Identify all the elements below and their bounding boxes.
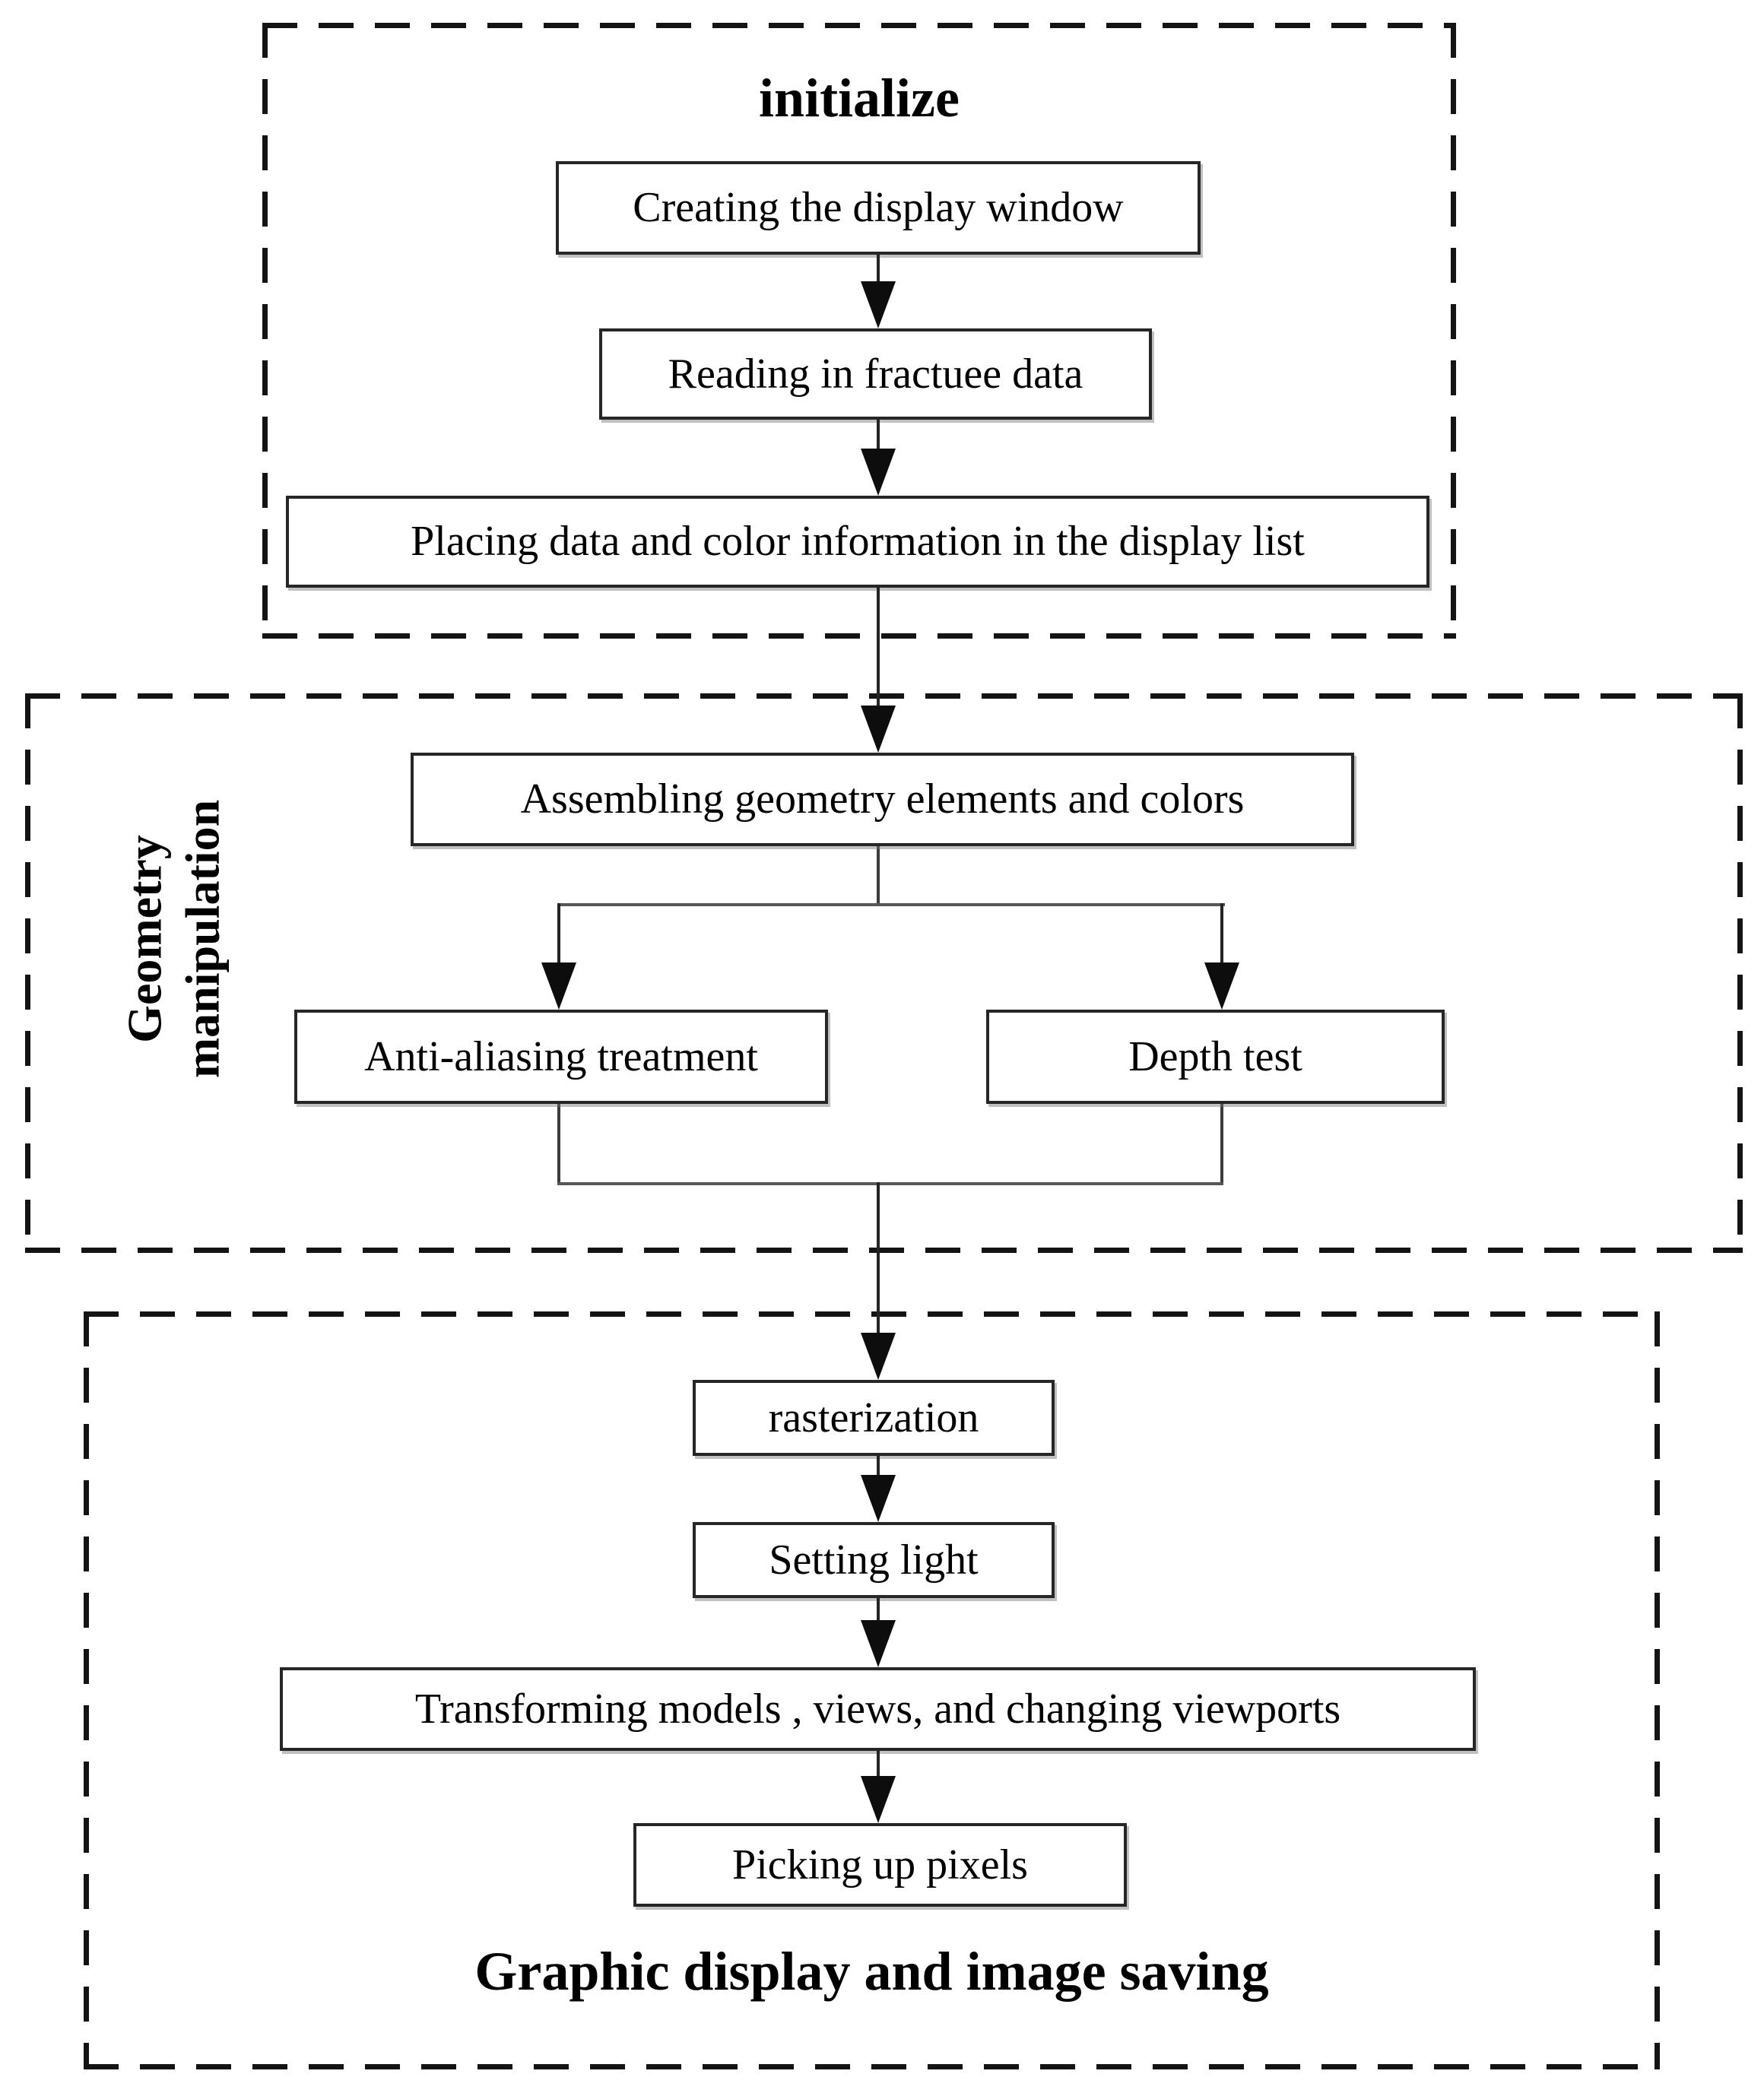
geometry-manipulation-label: Geometry manipulation [116,800,230,1078]
arrow-light-to-transforming [861,1598,896,1667]
box-anti-aliasing: Anti-aliasing treatment [294,1010,828,1104]
box-depth-test-label: Depth test [1128,1032,1302,1080]
connector-branch-merge [557,1182,1223,1185]
box-placing-data-color: Placing data and color information in th… [286,496,1429,588]
box-depth-test: Depth test [986,1010,1445,1104]
arrow-shaft [557,903,560,962]
box-rasterization: rasterization [693,1380,1055,1456]
connector-depth-test-down [1220,1104,1223,1185]
section-geometry-manipulation [25,693,1743,1253]
arrow-create-to-read [861,255,896,328]
arrow-shaft [877,420,880,449]
box-picking-pixels-label: Picking up pixels [732,1841,1028,1888]
arrow-shaft [877,1182,880,1333]
box-creating-display-window-label: Creating the display window [633,184,1124,232]
box-creating-display-window: Creating the display window [556,161,1201,255]
geometry-label-line2: manipulation [175,799,229,1079]
initialize-border-top [262,23,1456,28]
arrow-merge-to-rasterization [861,1182,896,1380]
geometry-label-line1: Geometry [117,835,172,1043]
arrowhead-icon [861,1333,896,1380]
box-setting-light-label: Setting light [769,1536,979,1584]
arrowhead-icon [1204,962,1239,1010]
initialize-border-left [262,23,268,639]
arrow-shaft [877,255,880,281]
arrowhead-icon [861,1620,896,1667]
arrowhead-icon [861,449,896,496]
arrowhead-icon [861,1475,896,1522]
geometry-border-left [25,693,30,1253]
box-picking-pixels: Picking up pixels [633,1823,1127,1907]
arrow-shaft [877,1751,880,1776]
display-border-top [84,1311,1660,1317]
box-reading-fractuee-data-label: Reading in fractuee data [668,350,1083,398]
box-reading-fractuee-data: Reading in fractuee data [599,328,1152,420]
section-graphic-display [84,1311,1660,2069]
display-border-left [84,1311,89,2069]
arrow-shaft [877,1456,880,1475]
initialize-title: initialize [759,68,960,128]
box-placing-data-color-label: Placing data and color information in th… [411,518,1305,566]
display-border-bottom [84,2064,1660,2069]
arrowhead-icon [861,706,896,753]
arrow-branch-to-depth-test [1204,903,1239,1010]
arrowhead-icon [861,281,896,328]
box-setting-light: Setting light [693,1522,1055,1598]
initialize-border-bottom [262,633,1456,639]
arrowhead-icon [541,962,576,1010]
arrow-transforming-to-picking [861,1751,896,1823]
box-assembling-geometry: Assembling geometry elements and colors [411,753,1354,846]
box-transforming-models-label: Transforming models , views, and changin… [414,1685,1341,1733]
box-anti-aliasing-label: Anti-aliasing treatment [364,1032,758,1080]
connector-assemble-down [877,846,880,905]
arrow-branch-to-anti-aliasing [541,903,576,1010]
arrow-place-to-assemble [861,588,896,753]
arrow-shaft [877,1598,880,1620]
geometry-border-top [25,693,1743,699]
arrowhead-icon [861,1776,896,1823]
graphic-display-title: Graphic display and image saving [474,1941,1269,2002]
display-border-right [1655,1311,1660,2069]
arrow-rasterization-to-light [861,1456,896,1522]
initialize-border-right [1451,23,1456,639]
connector-branch-split [557,903,1225,906]
arrow-shaft [877,588,880,706]
arrow-read-to-place [861,420,896,496]
section-initialize: initialize [262,23,1456,639]
box-assembling-geometry-label: Assembling geometry elements and colors [520,775,1245,823]
geometry-border-right [1737,693,1743,1253]
box-rasterization-label: rasterization [768,1394,979,1441]
geometry-border-bottom [25,1248,1743,1253]
arrow-shaft [1220,903,1223,962]
connector-anti-aliasing-down [557,1104,560,1185]
box-transforming-models: Transforming models , views, and changin… [280,1667,1476,1751]
